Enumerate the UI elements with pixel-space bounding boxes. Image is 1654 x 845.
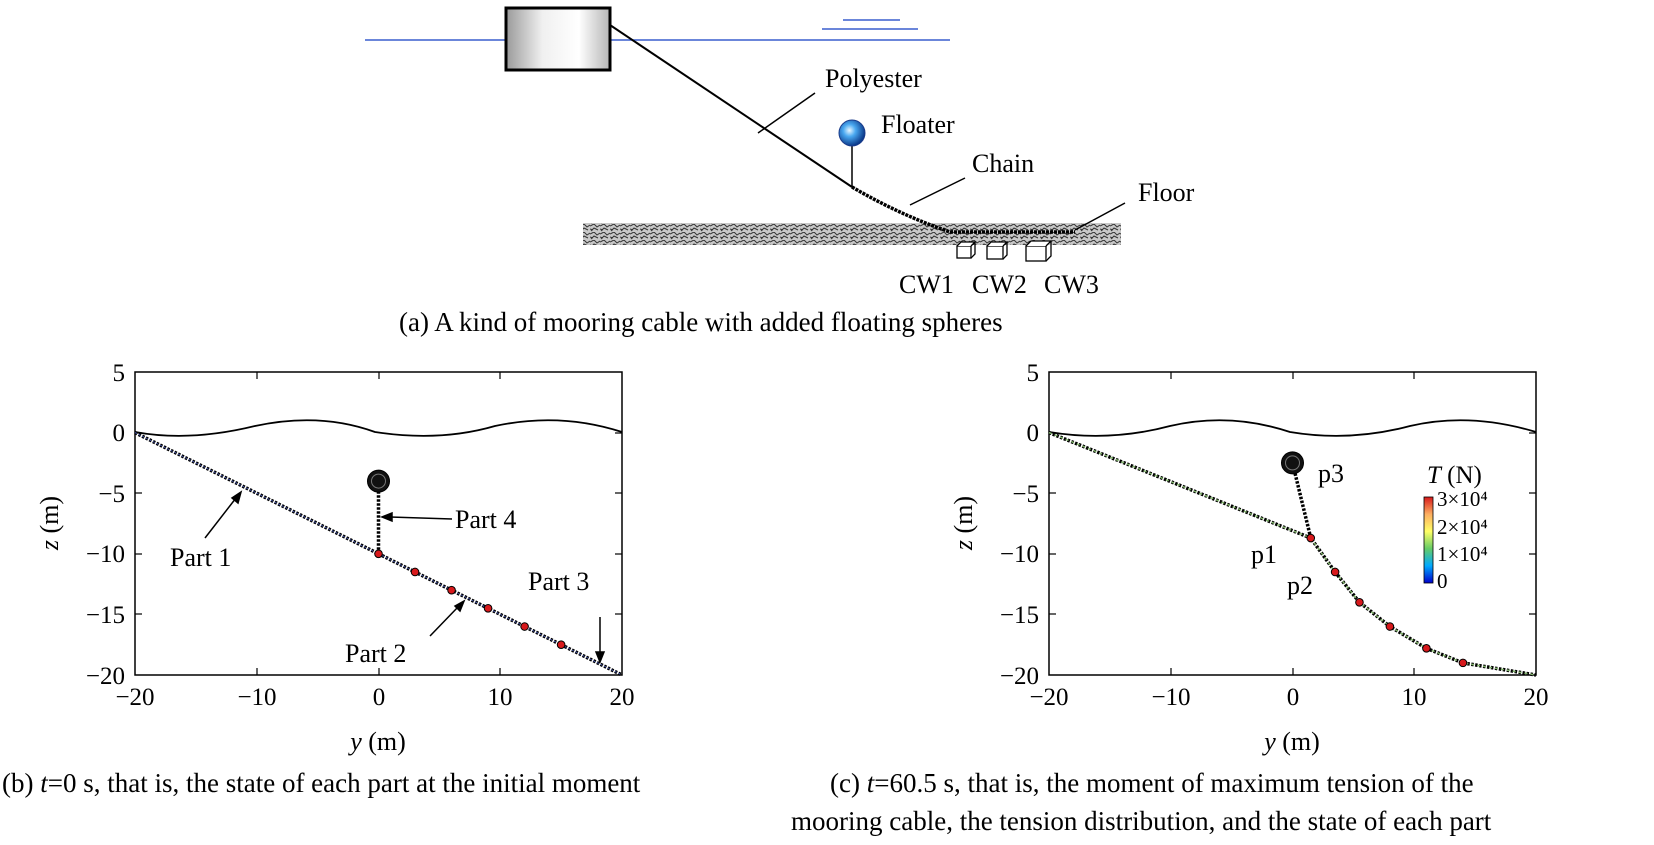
panel-c-caption-line2: mooring cable, the tension distribution,…: [791, 806, 1492, 836]
panel-b-arrows: [204, 490, 606, 665]
y-tick-label: −10: [86, 541, 125, 568]
x-tick-label: 0: [373, 684, 386, 711]
panel-b-wave: [134, 419, 623, 437]
y-tick-label: −15: [1000, 602, 1039, 629]
p2-label: p2: [1287, 571, 1313, 600]
colorbar-tick: 2×10⁴: [1437, 515, 1488, 539]
tension-color-overlay: [1048, 431, 1537, 676]
cable-node-marker: [556, 640, 566, 650]
floater-sphere: [1281, 451, 1304, 475]
panel-c-ticks: [1049, 372, 1536, 675]
y-tick-label: 5: [113, 360, 126, 387]
panel-c-wave: [1048, 419, 1537, 437]
y-tick-label: −20: [1000, 663, 1039, 690]
x-tick-label: 10: [1402, 684, 1427, 711]
x-tick-label: 10: [488, 684, 513, 711]
x-axis-label: y (m): [347, 727, 406, 756]
y-axis-label: z (m): [949, 496, 978, 551]
x-tick-label: −10: [1151, 684, 1190, 711]
cable-node-marker: [374, 549, 383, 559]
colorbar: [1423, 496, 1434, 584]
cable-node-marker: [1385, 622, 1395, 631]
panel-b-ticks: [135, 372, 622, 675]
p1-label: p1: [1251, 540, 1277, 569]
x-tick-label: −20: [115, 684, 154, 711]
part4-label: Part 4: [455, 505, 516, 534]
panel-c-axis-text: −20 −10 0 10 20 5 0 −5 −10 −15 −20 y (m)…: [949, 360, 1549, 756]
floater-sphere-mesh: [371, 473, 386, 489]
cable-node-marker: [1306, 533, 1316, 543]
y-axis-label: z (m): [35, 496, 64, 551]
cable-node-marker: [1330, 567, 1340, 577]
y-tick-label: 0: [1027, 420, 1040, 447]
floater-sphere-mesh: [1285, 455, 1300, 471]
colorbar-tick: 1×10⁴: [1437, 542, 1488, 566]
cable-node-marker: [520, 622, 529, 631]
cable-node-marker: [1458, 658, 1468, 668]
x-tick-label: 20: [1524, 684, 1549, 711]
panel-a: Polyester Floater Chain Floor CW1 CW2 CW…: [365, 6, 1195, 337]
panel-c-marks: [1048, 430, 1537, 677]
panel-b-marks: [134, 431, 623, 677]
panel-a-caption: (a) A kind of mooring cable with added f…: [399, 307, 1003, 337]
panel-c-caption-line1: (c) t=60.5 s, that is, the moment of max…: [830, 768, 1474, 798]
mooring-polyester-line: [609, 24, 853, 188]
x-tick-label: 20: [610, 684, 635, 711]
x-tick-label: −10: [237, 684, 276, 711]
panel-c: p1 p2 p3 T (N) 3×10⁴ 2×10⁴ 1×10⁴ 0 (c) t…: [791, 371, 1537, 836]
cw2-label: CW2: [972, 270, 1027, 299]
mooring-chain-line: [851, 185, 1075, 234]
cable-node-marker: [1422, 644, 1431, 653]
floater-sphere: [838, 119, 866, 147]
chain-label: Chain: [972, 149, 1034, 178]
clump-weight-cw2: [986, 241, 1009, 260]
part1-label: Part 1: [170, 543, 231, 572]
y-tick-label: 5: [1027, 360, 1040, 387]
floater-rope: [1290, 462, 1313, 539]
part3-label: Part 3: [528, 567, 589, 596]
seabed-floor: [583, 223, 1121, 245]
panel-b: Part 1 Part 2 Part 3 Part 4 (b) t=0 s, t…: [2, 371, 641, 798]
y-tick-label: −20: [86, 663, 125, 690]
x-tick-label: −20: [1029, 684, 1068, 711]
colorbar-title: T (N): [1427, 462, 1482, 489]
floor-label: Floor: [1138, 178, 1195, 207]
cable-node-marker: [1355, 597, 1364, 607]
floater-sphere: [367, 469, 390, 493]
floater-label: Floater: [881, 110, 955, 139]
cw1-label: CW1: [899, 270, 954, 299]
cable-node-marker: [483, 604, 493, 613]
part2-label: Part 2: [345, 639, 406, 668]
y-tick-label: −10: [1000, 541, 1039, 568]
cable-node-marker: [410, 567, 420, 577]
p3-label: p3: [1318, 459, 1344, 488]
tension-color-overlay: [134, 432, 623, 676]
panel-b-axis-text: −20 −10 0 10 20 5 0 −5 −10 −15 −20 y (m)…: [35, 360, 635, 756]
panel-a-leader-lines: [757, 92, 1126, 231]
y-tick-label: −5: [98, 481, 125, 508]
cable-node-marker: [447, 585, 456, 595]
clump-weight-cw3: [1025, 240, 1053, 262]
panel-b-caption: (b) t=0 s, that is, the state of each pa…: [2, 768, 641, 798]
clump-weight-cw1: [956, 241, 977, 259]
floating-platform: [504, 6, 612, 72]
polyester-label: Polyester: [825, 64, 922, 93]
colorbar-tick: 0: [1437, 569, 1448, 593]
cw3-label: CW3: [1044, 270, 1099, 299]
x-tick-label: 0: [1287, 684, 1300, 711]
y-tick-label: −15: [86, 602, 125, 629]
x-axis-label: y (m): [1261, 727, 1320, 756]
y-tick-label: 0: [113, 420, 126, 447]
colorbar-tick: 3×10⁴: [1437, 487, 1488, 511]
y-tick-label: −5: [1012, 481, 1039, 508]
